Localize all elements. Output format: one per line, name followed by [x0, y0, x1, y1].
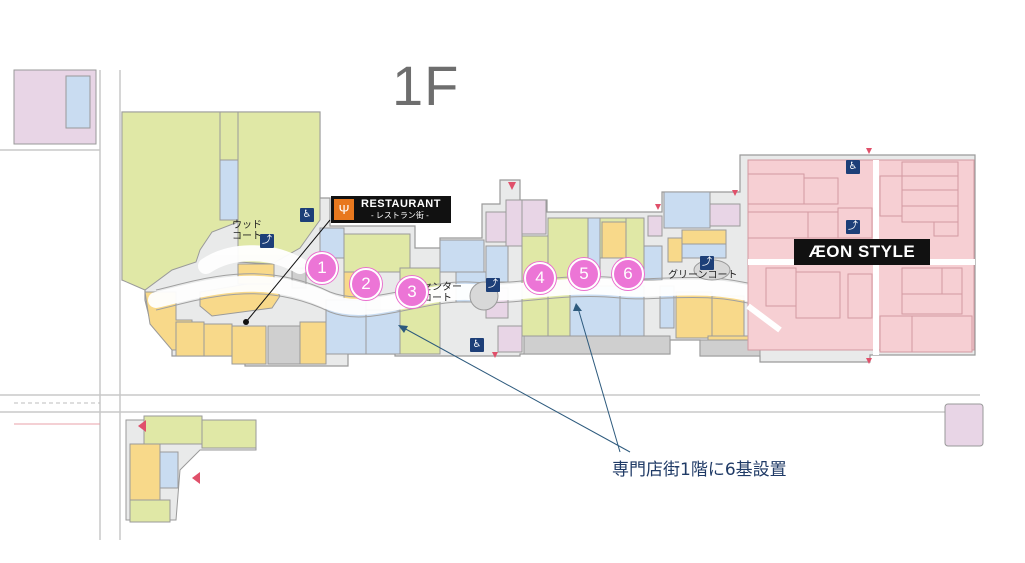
annex-building: [125, 415, 257, 523]
restaurant-subtitle: - レストラン街 -: [371, 211, 429, 220]
entrance-markers: [492, 148, 872, 364]
floor-label: 1F: [392, 54, 460, 117]
walkway-edges: [155, 273, 761, 318]
parking-building-se: [944, 403, 984, 447]
escalator-icon[interactable]: ⤴: [700, 256, 714, 270]
restaurant-pin: [243, 319, 249, 325]
aeon-stores: [747, 159, 975, 353]
walkways: [148, 245, 788, 318]
aeon-style-label[interactable]: ÆON STYLE: [794, 239, 930, 265]
marker-2[interactable]: 2: [350, 268, 382, 300]
center-court-label: センター コート: [422, 282, 462, 304]
escalator-icon[interactable]: ⤴: [486, 278, 500, 292]
service-blocks: [267, 267, 761, 365]
restaurant-title: RESTAURANT: [361, 198, 441, 210]
installation-caption: 専門店街1階に6基設置: [612, 460, 787, 480]
restaurant-sign[interactable]: Ψ RESTAURANT - レストラン街 -: [331, 196, 451, 223]
annex-entry-arrows: [138, 420, 200, 484]
escalator-icon[interactable]: ⤴: [846, 220, 860, 234]
parking-building-nw: [13, 69, 97, 145]
escalator-icon[interactable]: ⤴: [260, 234, 274, 248]
wood-court-label: ウッド コート: [232, 220, 262, 242]
elevator-icon[interactable]: ♿: [470, 338, 484, 352]
elevator-icon[interactable]: ♿: [300, 208, 314, 222]
marker-1[interactable]: 1: [306, 252, 338, 284]
roads: [0, 70, 980, 540]
callout-arrows: [245, 219, 631, 453]
green-court-label: グリーンコート: [668, 270, 738, 281]
callout-arrowheads: [398, 303, 582, 333]
marker-6[interactable]: 6: [612, 258, 644, 290]
elevator-icon[interactable]: ♿: [846, 160, 860, 174]
marker-3[interactable]: 3: [396, 276, 428, 308]
marker-4[interactable]: 4: [524, 262, 556, 294]
marker-5[interactable]: 5: [568, 258, 600, 290]
fork-knife-icon: Ψ: [334, 199, 354, 220]
